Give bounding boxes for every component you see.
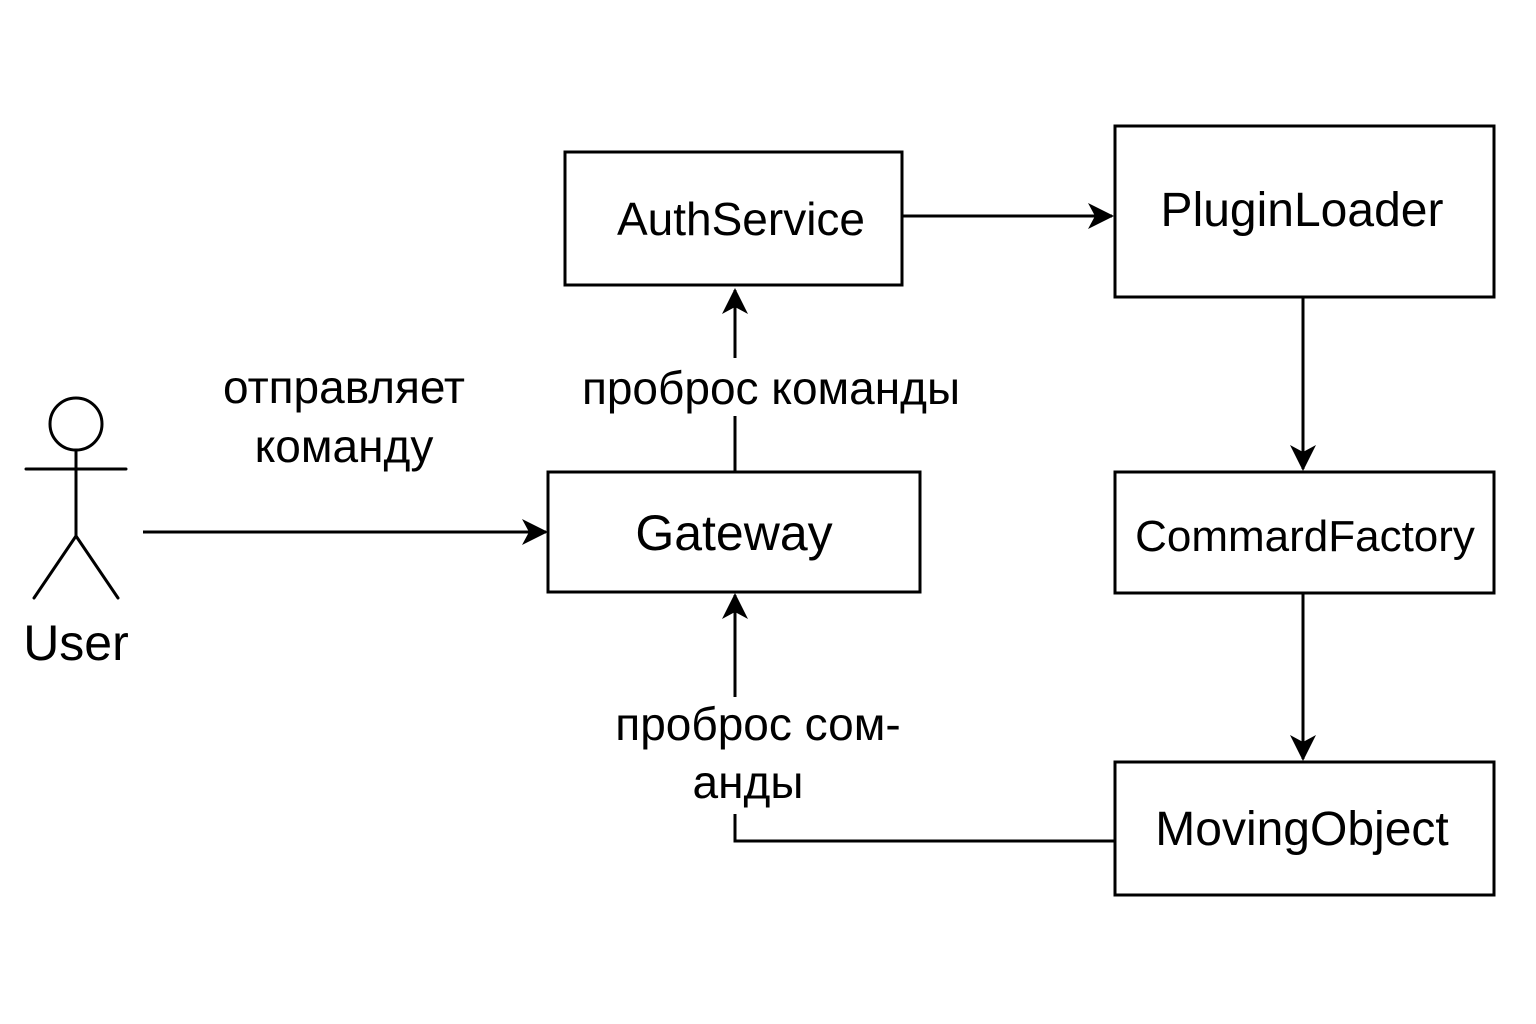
edge-label-text: проброс команды — [582, 362, 960, 414]
node-box — [563, 150, 904, 287]
actor-name: User — [23, 615, 129, 671]
user-actor: User — [23, 396, 129, 671]
edge-label-line1: отправляет — [223, 361, 465, 413]
node-label: MovingObject — [1155, 803, 1448, 856]
edge-label-user-to-gateway: отправляет команду — [223, 361, 465, 472]
node-label: Gateway — [635, 505, 832, 561]
edge-label-line2: анды — [693, 756, 804, 808]
node-auth-service: AuthService — [563, 150, 904, 287]
edge-moving-object-to-gateway — [722, 593, 1115, 843]
node-label: PluginLoader — [1161, 184, 1444, 237]
edge-label-moving-to-gateway: проброс сом- анды — [596, 697, 926, 814]
actor-right-leg — [74, 534, 120, 600]
actor-left-leg — [32, 534, 78, 600]
edge-label-background — [558, 358, 986, 416]
node-gateway: Gateway — [546, 470, 922, 594]
edge-label-background — [596, 697, 926, 814]
node-box — [1113, 760, 1496, 897]
node-box — [1113, 124, 1496, 299]
node-label: AuthService — [617, 193, 865, 245]
edge-label-line2: команду — [255, 420, 434, 472]
node-box — [1113, 470, 1496, 595]
node-command-factory: CommardFactory — [1113, 470, 1496, 595]
edge-label-line1: проброс сом- — [615, 698, 900, 750]
node-moving-object: MovingObject — [1113, 760, 1496, 897]
node-label: CommardFactory — [1135, 512, 1475, 561]
edge-label-gateway-to-auth: проброс команды — [558, 358, 986, 416]
node-plugin-loader: PluginLoader — [1113, 124, 1496, 299]
actor-head — [48, 396, 104, 452]
node-box — [546, 470, 922, 594]
